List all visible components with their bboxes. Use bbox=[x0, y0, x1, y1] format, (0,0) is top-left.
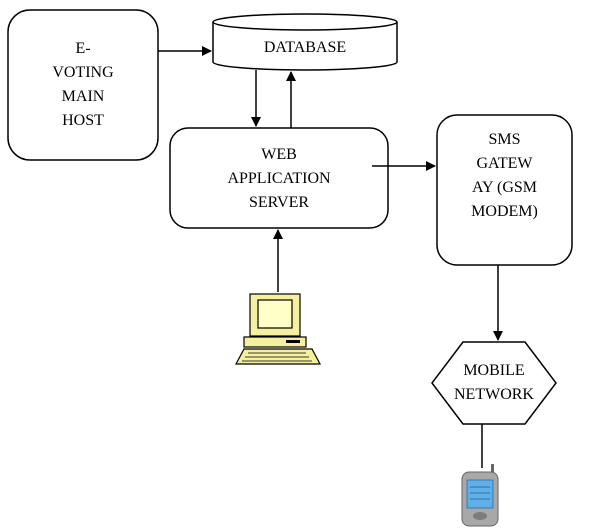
main-host-line: E- bbox=[75, 40, 91, 57]
sms-gateway-label: SMS GATEW AY (GSM MODEM) bbox=[437, 128, 572, 224]
main-host-line: VOTING bbox=[52, 64, 114, 81]
mobile-phone-icon bbox=[461, 464, 499, 527]
database-cylinder bbox=[212, 13, 398, 71]
database-label: DATABASE bbox=[263, 39, 347, 56]
mobile-network-line: NETWORK bbox=[454, 386, 534, 403]
web-server-line: WEB bbox=[261, 146, 297, 163]
mobile-network-label: MOBILE NETWORK bbox=[432, 359, 556, 407]
sms-gateway-box bbox=[436, 114, 573, 266]
sms-gateway-line: AY (GSM bbox=[471, 179, 538, 196]
main-host-line: HOST bbox=[62, 112, 104, 129]
main-host-line: MAIN bbox=[61, 88, 105, 105]
sms-gateway-line: GATEW bbox=[476, 155, 533, 172]
desktop-computer-icon bbox=[235, 293, 321, 365]
main-host-box bbox=[7, 9, 159, 161]
web-server-box bbox=[169, 127, 389, 229]
web-server-label: WEB APPLICATION SERVER bbox=[170, 143, 388, 215]
main-host-label: E- VOTING MAIN HOST bbox=[8, 37, 158, 133]
mobile-network-hexagon bbox=[431, 341, 557, 425]
sms-gateway-line: SMS bbox=[488, 131, 521, 148]
web-server-line: SERVER bbox=[248, 194, 310, 211]
mobile-network-line: MOBILE bbox=[463, 362, 525, 379]
web-server-line: APPLICATION bbox=[227, 170, 331, 187]
sms-gateway-line: MODEM) bbox=[471, 203, 538, 220]
